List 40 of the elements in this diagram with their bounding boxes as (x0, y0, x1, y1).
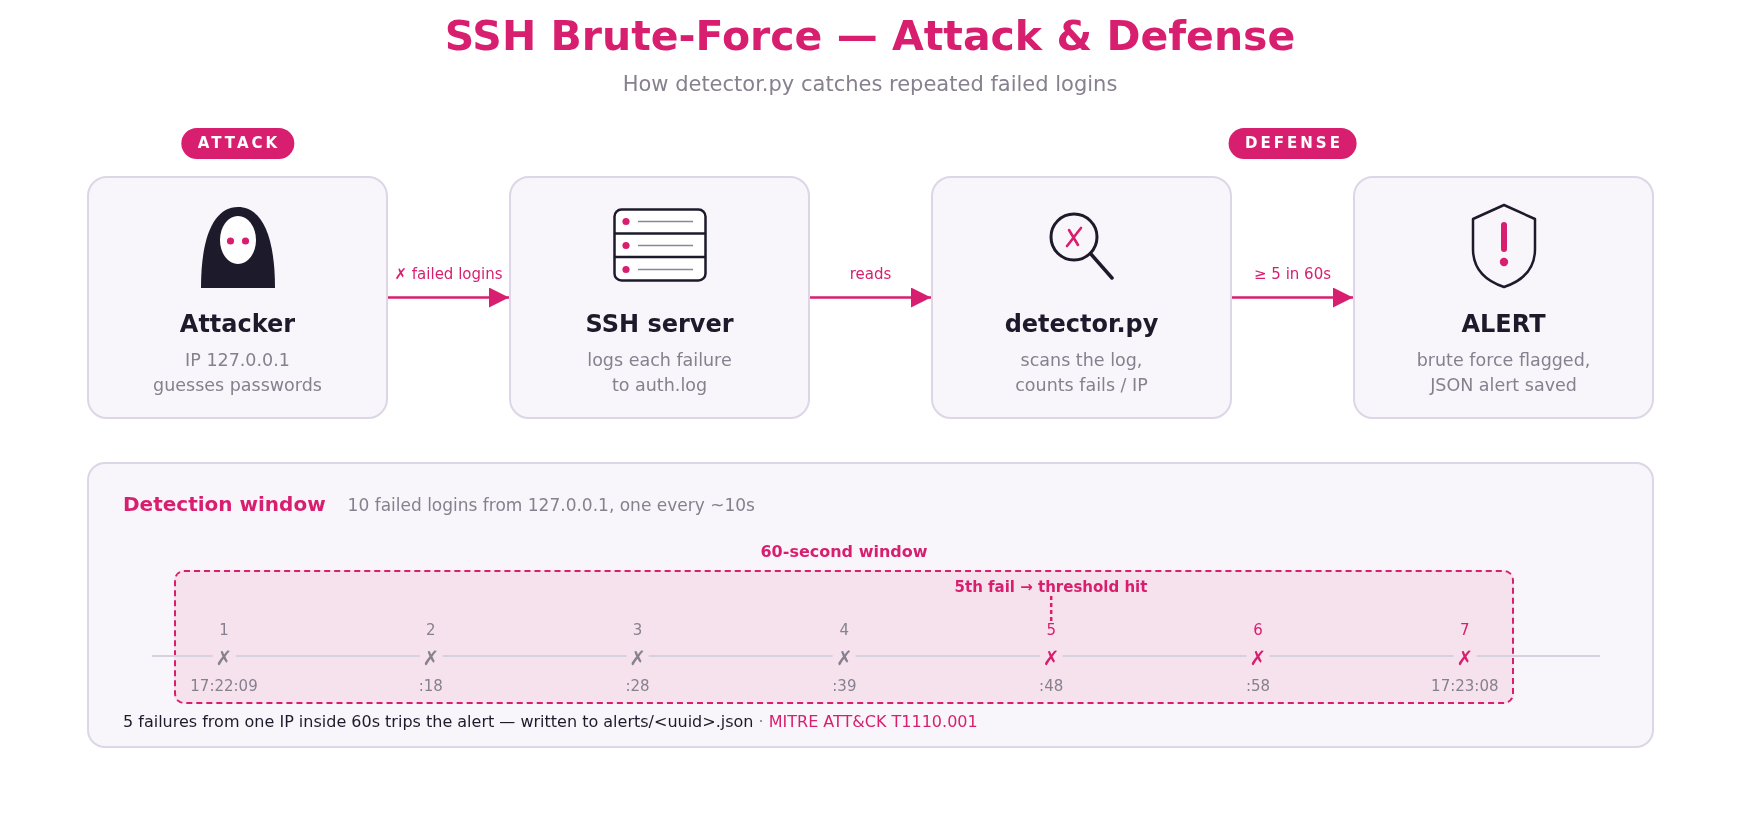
card-description: logs each failure to auth.log (586, 349, 733, 397)
subtitle: How detector.py catches repeated failed logins (622, 72, 1118, 96)
threshold-note: 5th fail → threshold hit (954, 578, 1148, 596)
card-description: IP 127.0.0.1 guesses passwords (152, 349, 323, 397)
timestamp: 17:23:08 (1431, 677, 1499, 695)
leader-line (1049, 596, 1053, 621)
card-title: detector.py (1004, 310, 1159, 338)
event-number: 1 (219, 621, 229, 639)
timeline-panel (87, 462, 1654, 748)
timestamp: :39 (832, 677, 857, 695)
event-number: 2 (426, 621, 436, 639)
event-number: 6 (1253, 621, 1263, 639)
panel-heading: Detection window (123, 492, 326, 516)
timestamp: :58 (1245, 677, 1271, 695)
section-badge: ATTACK (180, 128, 295, 159)
arrow (810, 287, 931, 308)
timestamp: :28 (625, 677, 650, 695)
card-title: SSH server (585, 310, 734, 338)
event-number: 5 (1046, 621, 1056, 639)
process-card (1353, 176, 1654, 419)
window-label: 60-second window (760, 542, 928, 561)
event-number: 4 (839, 621, 850, 639)
card-description: brute force flagged, JSON alert saved (1415, 349, 1592, 397)
event-number: 7 (1460, 621, 1470, 639)
arrow (388, 287, 509, 308)
timestamp: 17:22:09 (190, 677, 258, 695)
card-title: ALERT (1461, 310, 1546, 338)
process-card (509, 176, 810, 419)
diagram-title: SSH Brute-Force — Attack & Defense (444, 12, 1296, 60)
panel-description: 10 failed logins from 127.0.0.1, one every ~10s (347, 495, 755, 515)
timestamp: :18 (418, 677, 443, 695)
event-number: 3 (632, 621, 643, 639)
process-card (931, 176, 1232, 419)
arrow (1232, 287, 1353, 308)
section-badge: DEFENSE (1228, 128, 1357, 159)
card-title: Attacker (179, 310, 296, 338)
timestamp: :48 (1039, 677, 1064, 695)
process-card (87, 176, 388, 419)
footnote: 5 failures from one IP inside 60s trips the alert — written to alerts/<uuid>.json · MITRE ATT&CK T1110.001 (123, 712, 978, 731)
card-description: scans the log, counts fails / IP (1014, 349, 1149, 397)
